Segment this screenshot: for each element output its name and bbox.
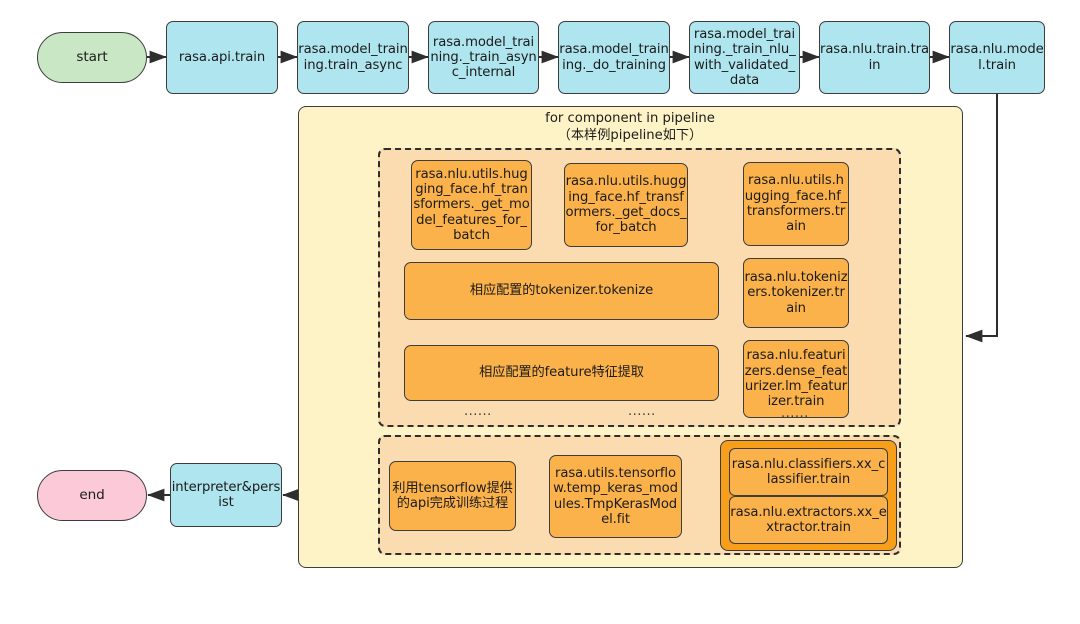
node-nlu-model-train[interactable]: rasa.nlu.model.train [949, 21, 1045, 94]
node-classifier-train[interactable]: rasa.nlu.classifiers.xx_classifier.train [729, 448, 888, 496]
ellipsis-components-1: ...... [464, 404, 492, 419]
ellipsis-components-3: ...... [781, 406, 809, 421]
node-tokenizer-tokenize[interactable]: 相应配置的tokenizer.tokenize [404, 262, 719, 320]
node-tmp-keras-model-fit[interactable]: rasa.utils.tensorflow.temp_keras_modules… [549, 455, 682, 538]
loop-caption-line1: for component in pipeline [545, 111, 715, 126]
node-extractor-train[interactable]: rasa.nlu.extractors.xx_extractor.train [729, 496, 888, 544]
node-tensorflow-training[interactable]: 利用tensorflow提供的api完成训练过程 [389, 461, 516, 531]
node-dense-featurizer-train[interactable]: rasa.nlu.featurizers.dense_featurizer.lm… [743, 340, 849, 418]
pipeline-loop-caption: for component in pipeline （本样例pipeline如下） [430, 110, 830, 144]
ellipsis-components-2: ...... [628, 404, 656, 419]
node-hf-get-model-features-for-batch[interactable]: rasa.nlu.utils.hugging_face.hf_transform… [411, 160, 532, 250]
node-train-async-internal[interactable]: rasa.model_training._train_async_interna… [428, 21, 539, 94]
node-tokenizers-tokenizer-train[interactable]: rasa.nlu.tokenizers.tokenizer.train [743, 258, 849, 328]
node-train-nlu-with-validated-data[interactable]: rasa.model_training._train_nlu_with_vali… [689, 21, 800, 94]
node-feature-extraction[interactable]: 相应配置的feature特征提取 [404, 345, 719, 401]
node-end[interactable]: end [37, 470, 147, 521]
node-rasa-api-train[interactable]: rasa.api.train [166, 21, 278, 94]
node-nlu-train-train[interactable]: rasa.nlu.train.train [819, 21, 930, 94]
node-interpreter-persist[interactable]: interpreter&persist [170, 463, 282, 527]
node-train-async[interactable]: rasa.model_training.train_async [297, 21, 409, 94]
node-hf-transformers-train[interactable]: rasa.nlu.utils.hugging_face.hf_transform… [743, 162, 849, 246]
node-do-training[interactable]: rasa.model_training._do_training [558, 21, 670, 94]
node-hf-get-docs-for-batch[interactable]: rasa.nlu.utils.hugging_face.hf_transform… [564, 163, 688, 247]
node-start[interactable]: start [37, 32, 147, 83]
loop-caption-line2: （本样例pipeline如下） [557, 128, 703, 144]
